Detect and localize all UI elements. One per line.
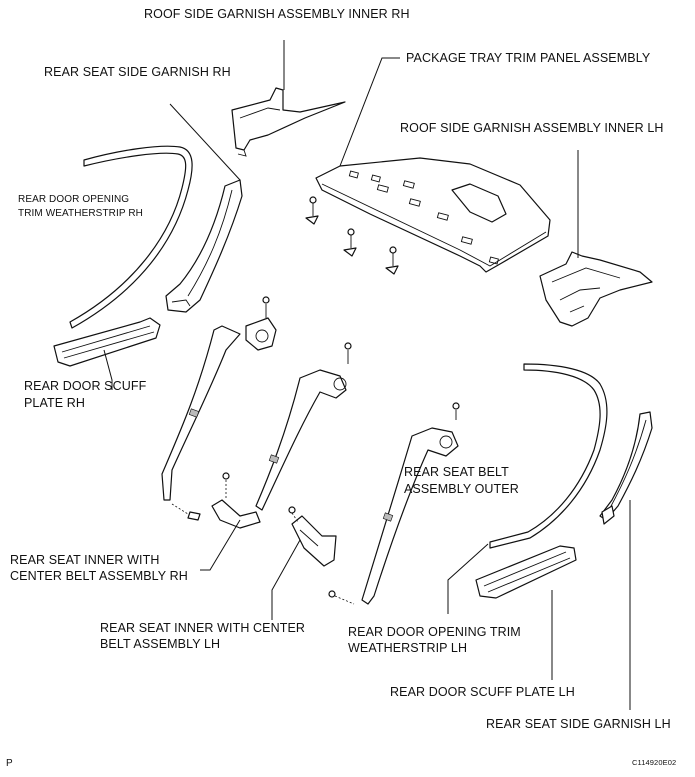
label-rear-door-weatherstrip-lh-2: WEATHERSTRIP LH [348, 641, 468, 655]
rear-door-scuff-plate-lh-part [475, 545, 577, 599]
label-rear-seat-belt-outer-2: ASSEMBLY OUTER [404, 482, 519, 496]
label-roof-side-garnish-inner-lh: ROOF SIDE GARNISH ASSEMBLY INNER LH [400, 121, 664, 135]
rear-seat-side-garnish-lh-part [599, 411, 653, 525]
rear-seat-belt-outer-part [328, 402, 460, 605]
label-rear-seat-side-garnish-lh: REAR SEAT SIDE GARNISH LH [486, 717, 671, 731]
label-rear-door-weatherstrip-rh-1: REAR DOOR OPENING [18, 194, 130, 205]
label-rear-seat-inner-center-belt-rh-2: CENTER BELT ASSEMBLY RH [10, 569, 188, 583]
rear-door-weatherstrip-lh-part [489, 363, 608, 549]
label-rear-door-weatherstrip-lh-1: REAR DOOR OPENING TRIM [348, 625, 521, 639]
label-rear-seat-inner-center-belt-lh-2: BELT ASSEMBLY LH [100, 637, 221, 651]
roof-side-garnish-inner-lh-part [539, 251, 653, 327]
figure-code: C114920E02 [632, 758, 677, 767]
label-rear-door-weatherstrip-rh-2: TRIM WEATHERSTRIP RH [18, 208, 143, 219]
label-rear-door-scuff-plate-rh-2: PLATE RH [24, 396, 85, 410]
rear-seat-belt-rh-part [161, 296, 352, 529]
label-rear-door-scuff-plate-lh: REAR DOOR SCUFF PLATE LH [390, 685, 575, 699]
label-package-tray-trim-panel: PACKAGE TRAY TRIM PANEL ASSEMBLY [406, 51, 651, 65]
page-marker: P [6, 758, 13, 769]
rear-seat-belt-lh-buckle-part [288, 506, 337, 567]
rear-seat-side-garnish-rh-part [165, 179, 243, 313]
label-rear-seat-inner-center-belt-lh-1: REAR SEAT INNER WITH CENTER [100, 621, 306, 635]
clip-fasteners [305, 196, 399, 275]
rear-door-weatherstrip-rh-part [69, 145, 193, 329]
label-roof-side-garnish-inner-rh: ROOF SIDE GARNISH ASSEMBLY INNER RH [144, 7, 410, 21]
leader-lines [103, 40, 631, 710]
label-rear-seat-inner-center-belt-rh-1: REAR SEAT INNER WITH [10, 553, 160, 567]
label-rear-seat-side-garnish-rh: REAR SEAT SIDE GARNISH RH [44, 65, 231, 79]
package-tray-trim-panel-part [315, 157, 551, 273]
rear-door-scuff-plate-rh-part [53, 317, 161, 367]
label-rear-seat-belt-outer-1: REAR SEAT BELT [404, 465, 509, 479]
roof-side-garnish-inner-rh-part [231, 87, 346, 157]
label-rear-door-scuff-plate-rh-1: REAR DOOR SCUFF [24, 379, 147, 393]
